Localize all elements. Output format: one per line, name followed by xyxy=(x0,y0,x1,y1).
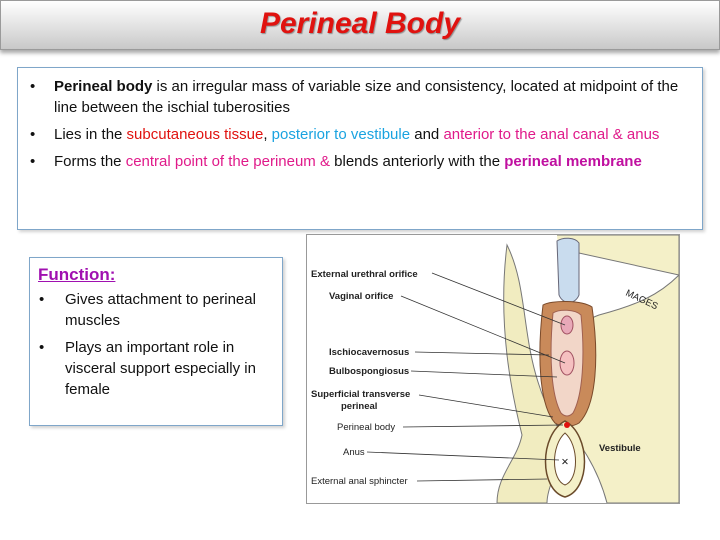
separator: , xyxy=(263,126,272,143)
conjunction: and xyxy=(410,126,444,143)
list-item: Gives attachment to perineal muscles xyxy=(39,289,276,331)
function-list: Gives attachment to perineal muscles Pla… xyxy=(30,289,282,400)
definition-text: is an irregular mass of variable size an… xyxy=(54,78,679,116)
location-anterior: anterior to the anal canal & anus xyxy=(443,126,660,143)
label-bulbospongiosus: Bulbospongiosus xyxy=(329,366,409,377)
label-perineal: perineal xyxy=(341,401,377,412)
list-item: Lies in the subcutaneous tissue, posteri… xyxy=(30,124,690,145)
leader-line xyxy=(418,394,554,418)
leader-line xyxy=(400,295,566,364)
leader-line xyxy=(431,272,566,326)
function-box: Function: Gives attachment to perineal m… xyxy=(29,257,283,426)
label-external-urethral-orifice: External urethral orifice xyxy=(311,269,418,280)
label-superficial-transverse: Superficial transverse xyxy=(311,389,410,400)
definition-list: Perineal body is an irregular mass of va… xyxy=(18,68,702,172)
leader-line xyxy=(366,451,560,461)
function-title: Function: xyxy=(38,265,116,284)
urethral-orifice xyxy=(560,315,574,335)
perineal-membrane-text: perineal membrane xyxy=(504,153,642,170)
label-ischiocavernosus: Ischiocavernosus xyxy=(329,347,409,358)
anatomy-figure: ✕ External urethral orifice Vaginal orif… xyxy=(306,234,680,504)
label-vaginal-orifice: Vaginal orifice xyxy=(329,291,393,302)
label-anus: Anus xyxy=(343,447,365,458)
label-external-anal-sphincter: External anal sphincter xyxy=(311,476,408,487)
leader-line xyxy=(402,424,564,428)
anus-mark: ✕ xyxy=(561,457,569,468)
label-vestibule: Vestibule xyxy=(599,443,641,454)
definition-box: Perineal body is an irregular mass of va… xyxy=(17,67,703,230)
central-point-text: central point of the perineum & xyxy=(125,153,335,170)
list-item: Plays an important role in visceral supp… xyxy=(39,337,276,400)
perineum-diagram: ✕ External urethral orifice Vaginal orif… xyxy=(307,235,679,503)
pubic-symphysis xyxy=(556,237,580,303)
title-bar: Perineal Body xyxy=(0,0,720,50)
anal-canal xyxy=(554,432,576,486)
location-posterior: posterior to vestibule xyxy=(271,126,411,143)
forms-text: Forms the xyxy=(54,153,126,170)
slide-title: Perineal Body xyxy=(259,7,461,40)
blends-text: blends anteriorly with the xyxy=(334,153,505,170)
leader-line xyxy=(410,370,558,378)
location-text: Lies in the xyxy=(54,126,127,143)
leader-line xyxy=(414,351,550,356)
term-perineal-body: Perineal body xyxy=(54,78,153,95)
perineal-body-marker xyxy=(564,422,570,428)
leader-line xyxy=(416,478,548,482)
label-perineal-body: Perineal body xyxy=(337,422,395,433)
vaginal-orifice xyxy=(559,350,575,376)
list-item: Forms the central point of the perineum … xyxy=(30,151,690,172)
list-item: Perineal body is an irregular mass of va… xyxy=(30,76,690,118)
left-background xyxy=(307,235,558,503)
location-subcutaneous: subcutaneous tissue xyxy=(126,126,264,143)
